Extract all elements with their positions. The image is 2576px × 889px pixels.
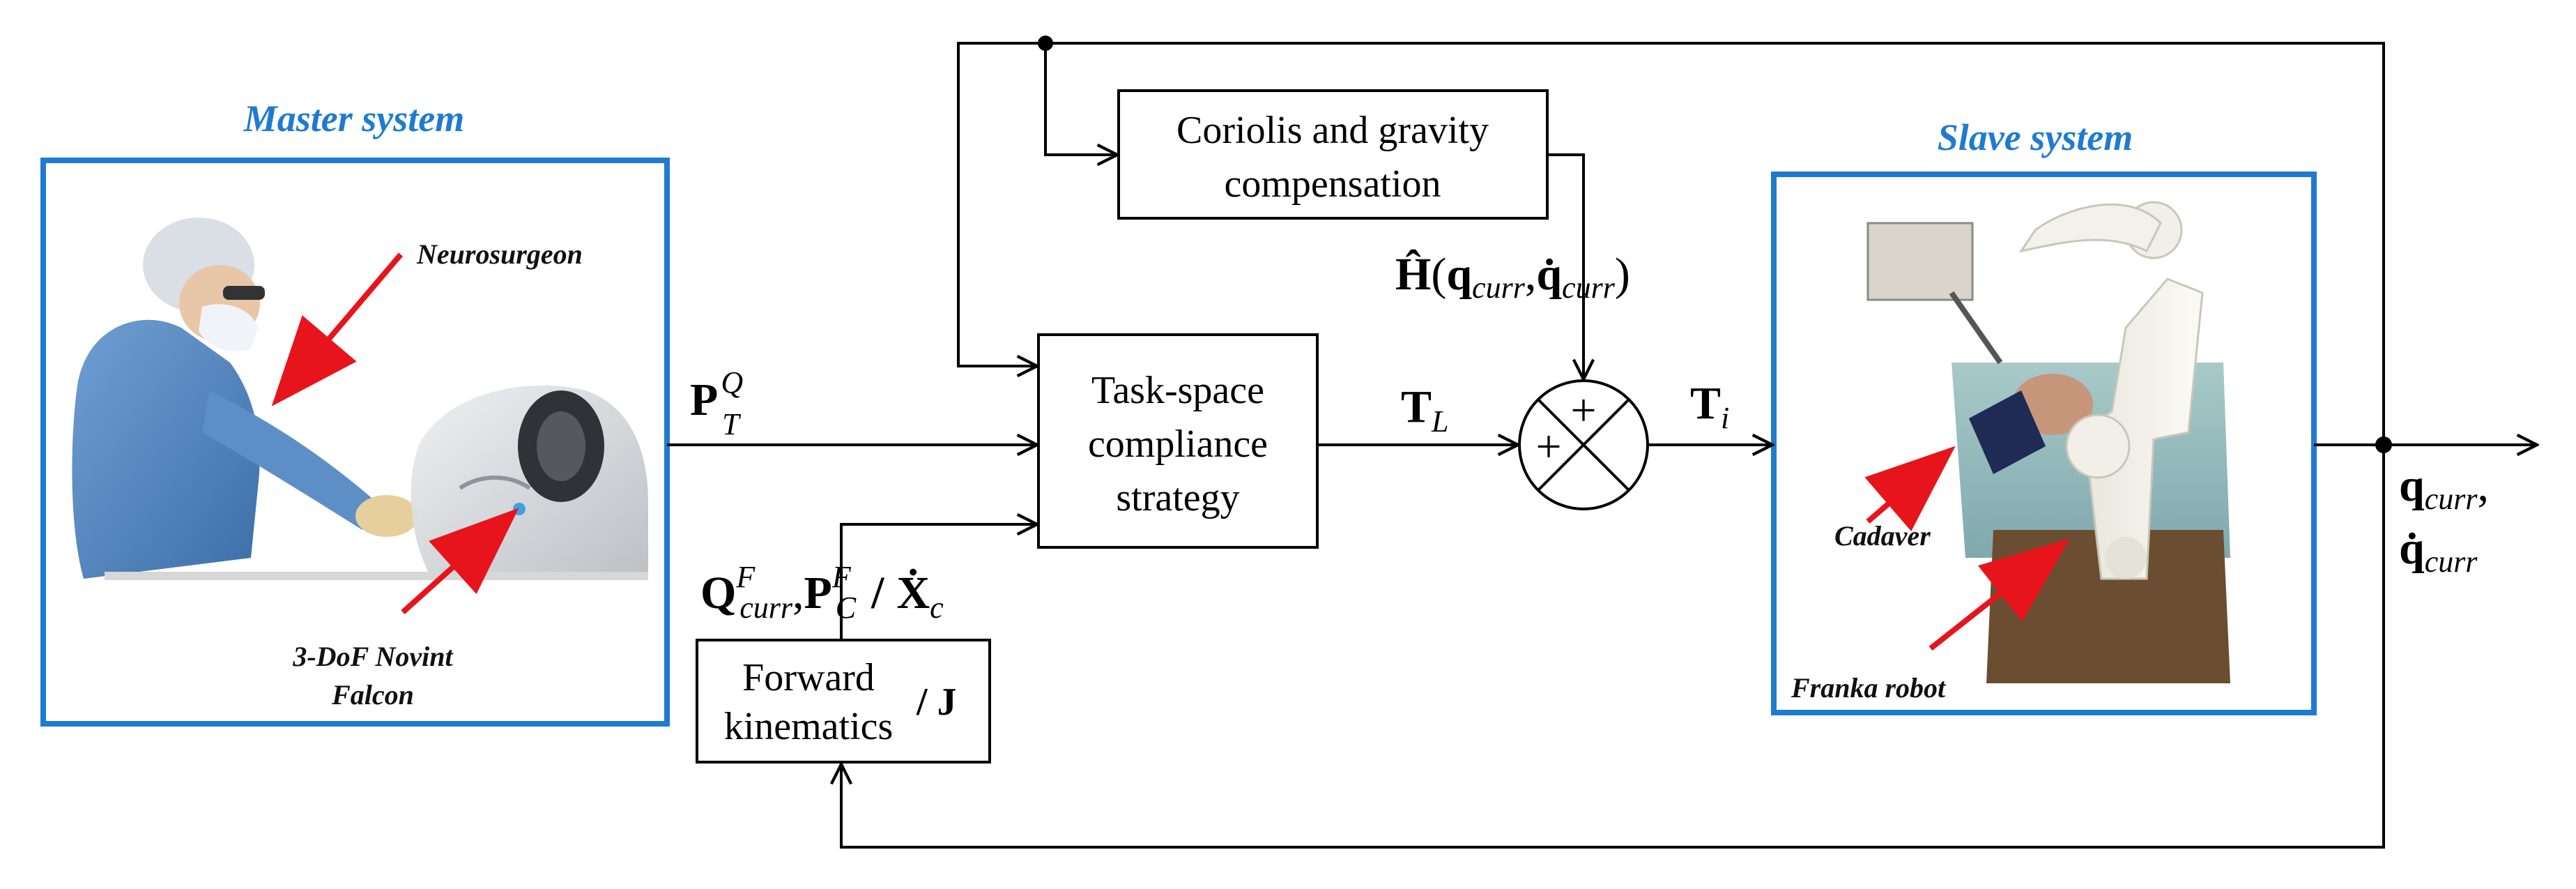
fk-P: P (804, 568, 832, 618)
summing-sign-top: + (1570, 385, 1596, 436)
svg-text:q̇curr: q̇curr (2399, 523, 2478, 579)
q-curr-q-sub: curr (2425, 482, 2478, 516)
h-hat-q-sub: curr (1472, 271, 1526, 305)
fk-X: Ẋ (896, 568, 930, 618)
svg-text:qcurr,: qcurr, (2399, 460, 2489, 516)
bottom-feedback-line (841, 445, 2385, 849)
fk-Q-sup: F (735, 560, 756, 594)
fk-Q-sub: curr (739, 591, 793, 625)
q-curr-qd: q̇ (2399, 523, 2425, 574)
coriolis-input-line (1044, 43, 1117, 155)
fk-block-jacobian-label: / J (916, 681, 957, 724)
h-hat-close: ) (1615, 249, 1630, 300)
coriolis-block-label-line2: compensation (1224, 162, 1441, 206)
summing-junction: + + (1518, 379, 1649, 510)
h-hat-q: q (1446, 249, 1472, 300)
cadaver-pointer-arrow (1864, 446, 1956, 531)
fk-block-label-line1: Forward (742, 656, 875, 699)
slave-system: Slave system Cadaver Franka robot (1771, 116, 2317, 715)
h-hat-qd: q̇ (1536, 249, 1562, 300)
device-pointer-arrow (401, 508, 519, 614)
svg-text:TL: TL (1401, 381, 1449, 439)
fk-block-label-line2: kinematics (724, 705, 894, 748)
robot-label: Franka robot (1791, 672, 1947, 704)
signal-h-hat: Ĥ(qcurr,q̇curr) (1395, 249, 1630, 305)
fk-sep: , (792, 568, 804, 618)
coriolis-output-line (1547, 153, 1584, 379)
p-t-base: P (690, 374, 718, 425)
device-label-line1: 3-DoF Novint (292, 641, 454, 672)
h-hat-base: Ĥ (1395, 249, 1431, 300)
p-t-sub: T (722, 407, 742, 441)
t-l-base: T (1401, 381, 1432, 432)
fk-X-sub: c (930, 591, 944, 625)
neurosurgeon-label: Neurosurgeon (416, 238, 583, 270)
franka-robot-photo (1866, 201, 2230, 683)
fk-Q: Q (700, 568, 736, 618)
svg-text:PQT: PQT (690, 365, 743, 441)
compliance-block: Task-space compliance strategy (1037, 333, 1319, 549)
fk-P-sub: C (836, 591, 857, 625)
output-branch-node (2375, 436, 2392, 453)
h-hat-open: ( (1431, 249, 1446, 300)
signal-lines (667, 42, 2537, 849)
top-feedback-line (957, 42, 2385, 445)
slave-system-title: Slave system (1938, 116, 2133, 158)
signal-t-i: Ti (1690, 378, 1729, 435)
signal-q-curr-output: qcurr, q̇curr (2399, 460, 2489, 579)
q-curr-sep: , (2478, 460, 2490, 511)
forward-kinematics-block: Forward kinematics / J (696, 639, 991, 763)
p-t-sup: Q (721, 365, 743, 400)
coriolis-block-label-line1: Coriolis and gravity (1176, 109, 1489, 152)
device-label-line2: Falcon (331, 679, 414, 711)
h-hat-qd-sub: curr (1562, 271, 1616, 305)
master-system: Master system (40, 98, 670, 727)
signal-t-l: TL (1401, 381, 1449, 439)
fk-P-sup: F (831, 560, 852, 594)
cadaver-label: Cadaver (1834, 520, 1931, 552)
t-l-sub: L (1431, 404, 1448, 439)
compliance-block-label-line3: strategy (1116, 476, 1239, 519)
compliance-block-label-line2: compliance (1088, 423, 1268, 466)
svg-text:Ĥ(qcurr,q̇curr): Ĥ(qcurr,q̇curr) (1395, 249, 1630, 305)
neurosurgeon-pointer-arrow (271, 252, 404, 406)
q-curr-q: q (2399, 460, 2425, 511)
svg-text:Ti: Ti (1690, 378, 1729, 435)
t-i-base: T (1690, 378, 1721, 429)
t-i-sub: i (1721, 401, 1729, 435)
h-hat-sep: , (1525, 249, 1537, 300)
master-system-title: Master system (243, 98, 465, 139)
compliance-block-label-line1: Task-space (1091, 369, 1264, 412)
coriolis-block: Coriolis and gravity compensation (1117, 89, 1549, 220)
q-curr-qd-sub: curr (2425, 545, 2478, 579)
fk-slash: / (871, 568, 885, 618)
top-branch-node (1038, 36, 1053, 51)
robot-pointer-arrow (1929, 538, 2071, 651)
fk-output-line (840, 524, 1037, 640)
summing-sign-left: + (1535, 421, 1561, 472)
